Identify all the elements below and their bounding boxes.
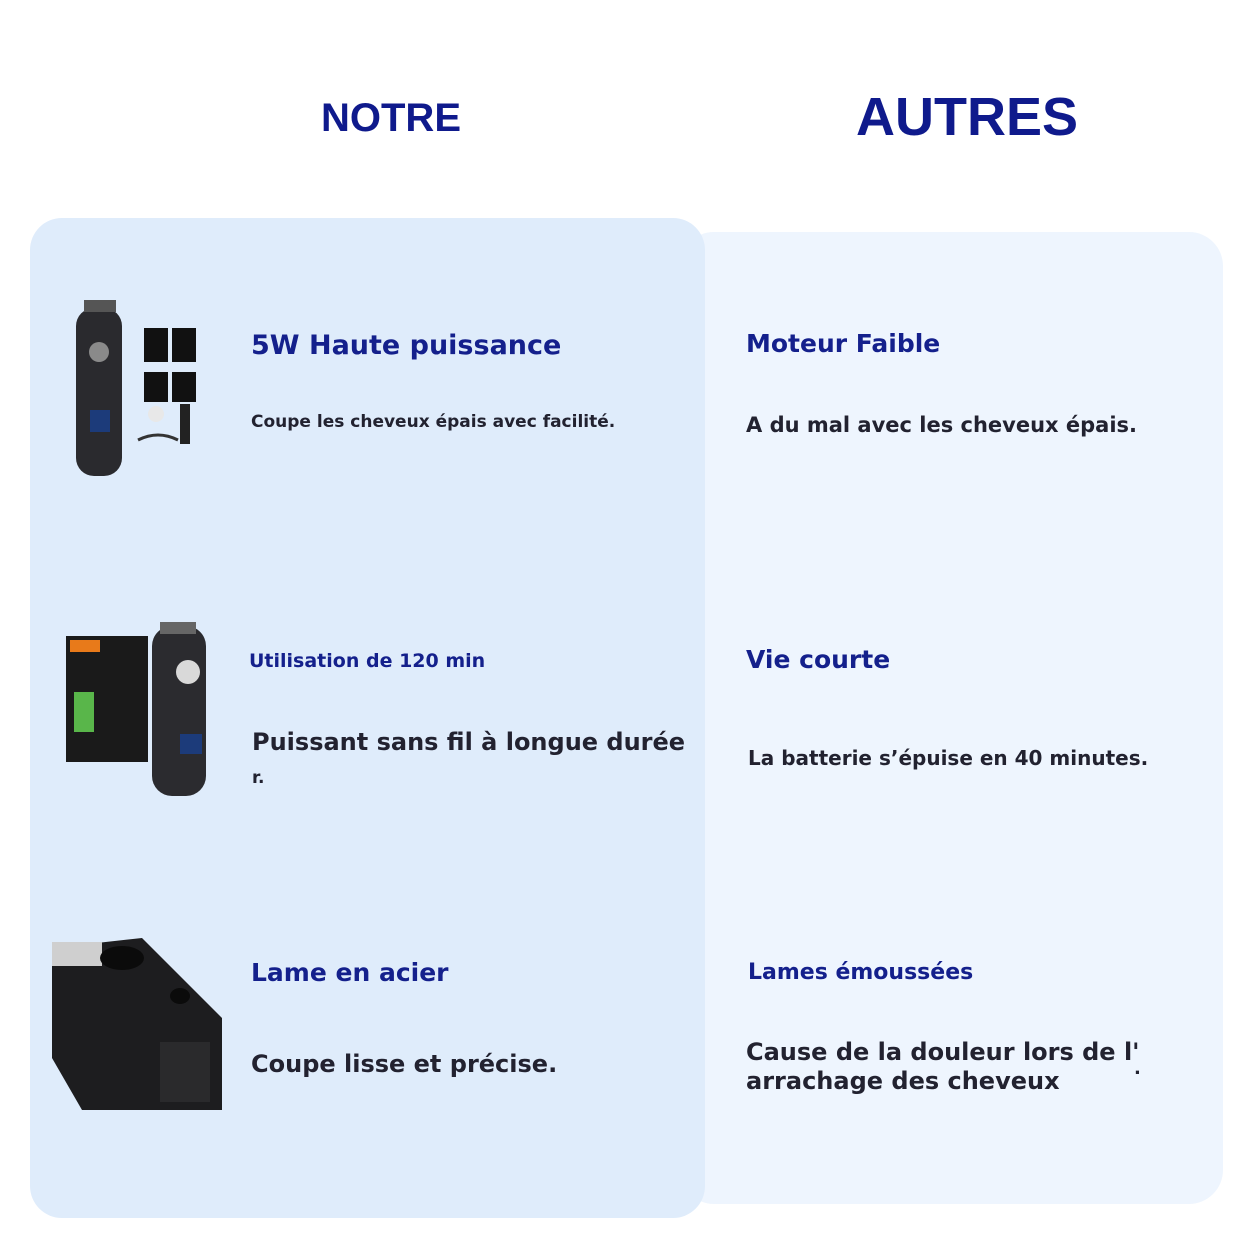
others-desc-life: La batterie s’épuise en 40 minutes. (748, 746, 1149, 770)
clipper-box-image (66, 622, 206, 796)
ours-desc-runtime-line2: r. (252, 768, 265, 788)
header-others: AUTRES (856, 87, 1079, 147)
others-desc-blades-line1: Cause de la douleur lors de l' (746, 1038, 1140, 1066)
ours-desc-runtime-line1: Puissant sans fil à longue durée (252, 728, 686, 756)
clipper-kit-image (76, 300, 196, 476)
others-title-blades: Lames émoussées (748, 960, 974, 985)
others-desc-motor: A du mal avec les cheveux épais. (746, 413, 1138, 437)
ours-title-blade: Lame en acier (251, 958, 449, 987)
others-panel (680, 232, 1223, 1204)
others-desc-blades-trail: . (1134, 1058, 1141, 1079)
ours-title-power: 5W Haute puissance (251, 330, 562, 361)
others-title-life: Vie courte (746, 645, 891, 674)
ours-desc-blade: Coupe lisse et précise. (251, 1050, 558, 1078)
others-desc-blades-line2: arrachage des cheveux (746, 1067, 1060, 1095)
blade-closeup-image (52, 938, 222, 1110)
others-title-motor: Moteur Faible (746, 329, 941, 358)
header-ours: NOTRE (321, 96, 461, 140)
ours-desc-power: Coupe les cheveux épais avec facilité. (251, 412, 616, 432)
ours-title-runtime: Utilisation de 120 min (249, 650, 486, 672)
